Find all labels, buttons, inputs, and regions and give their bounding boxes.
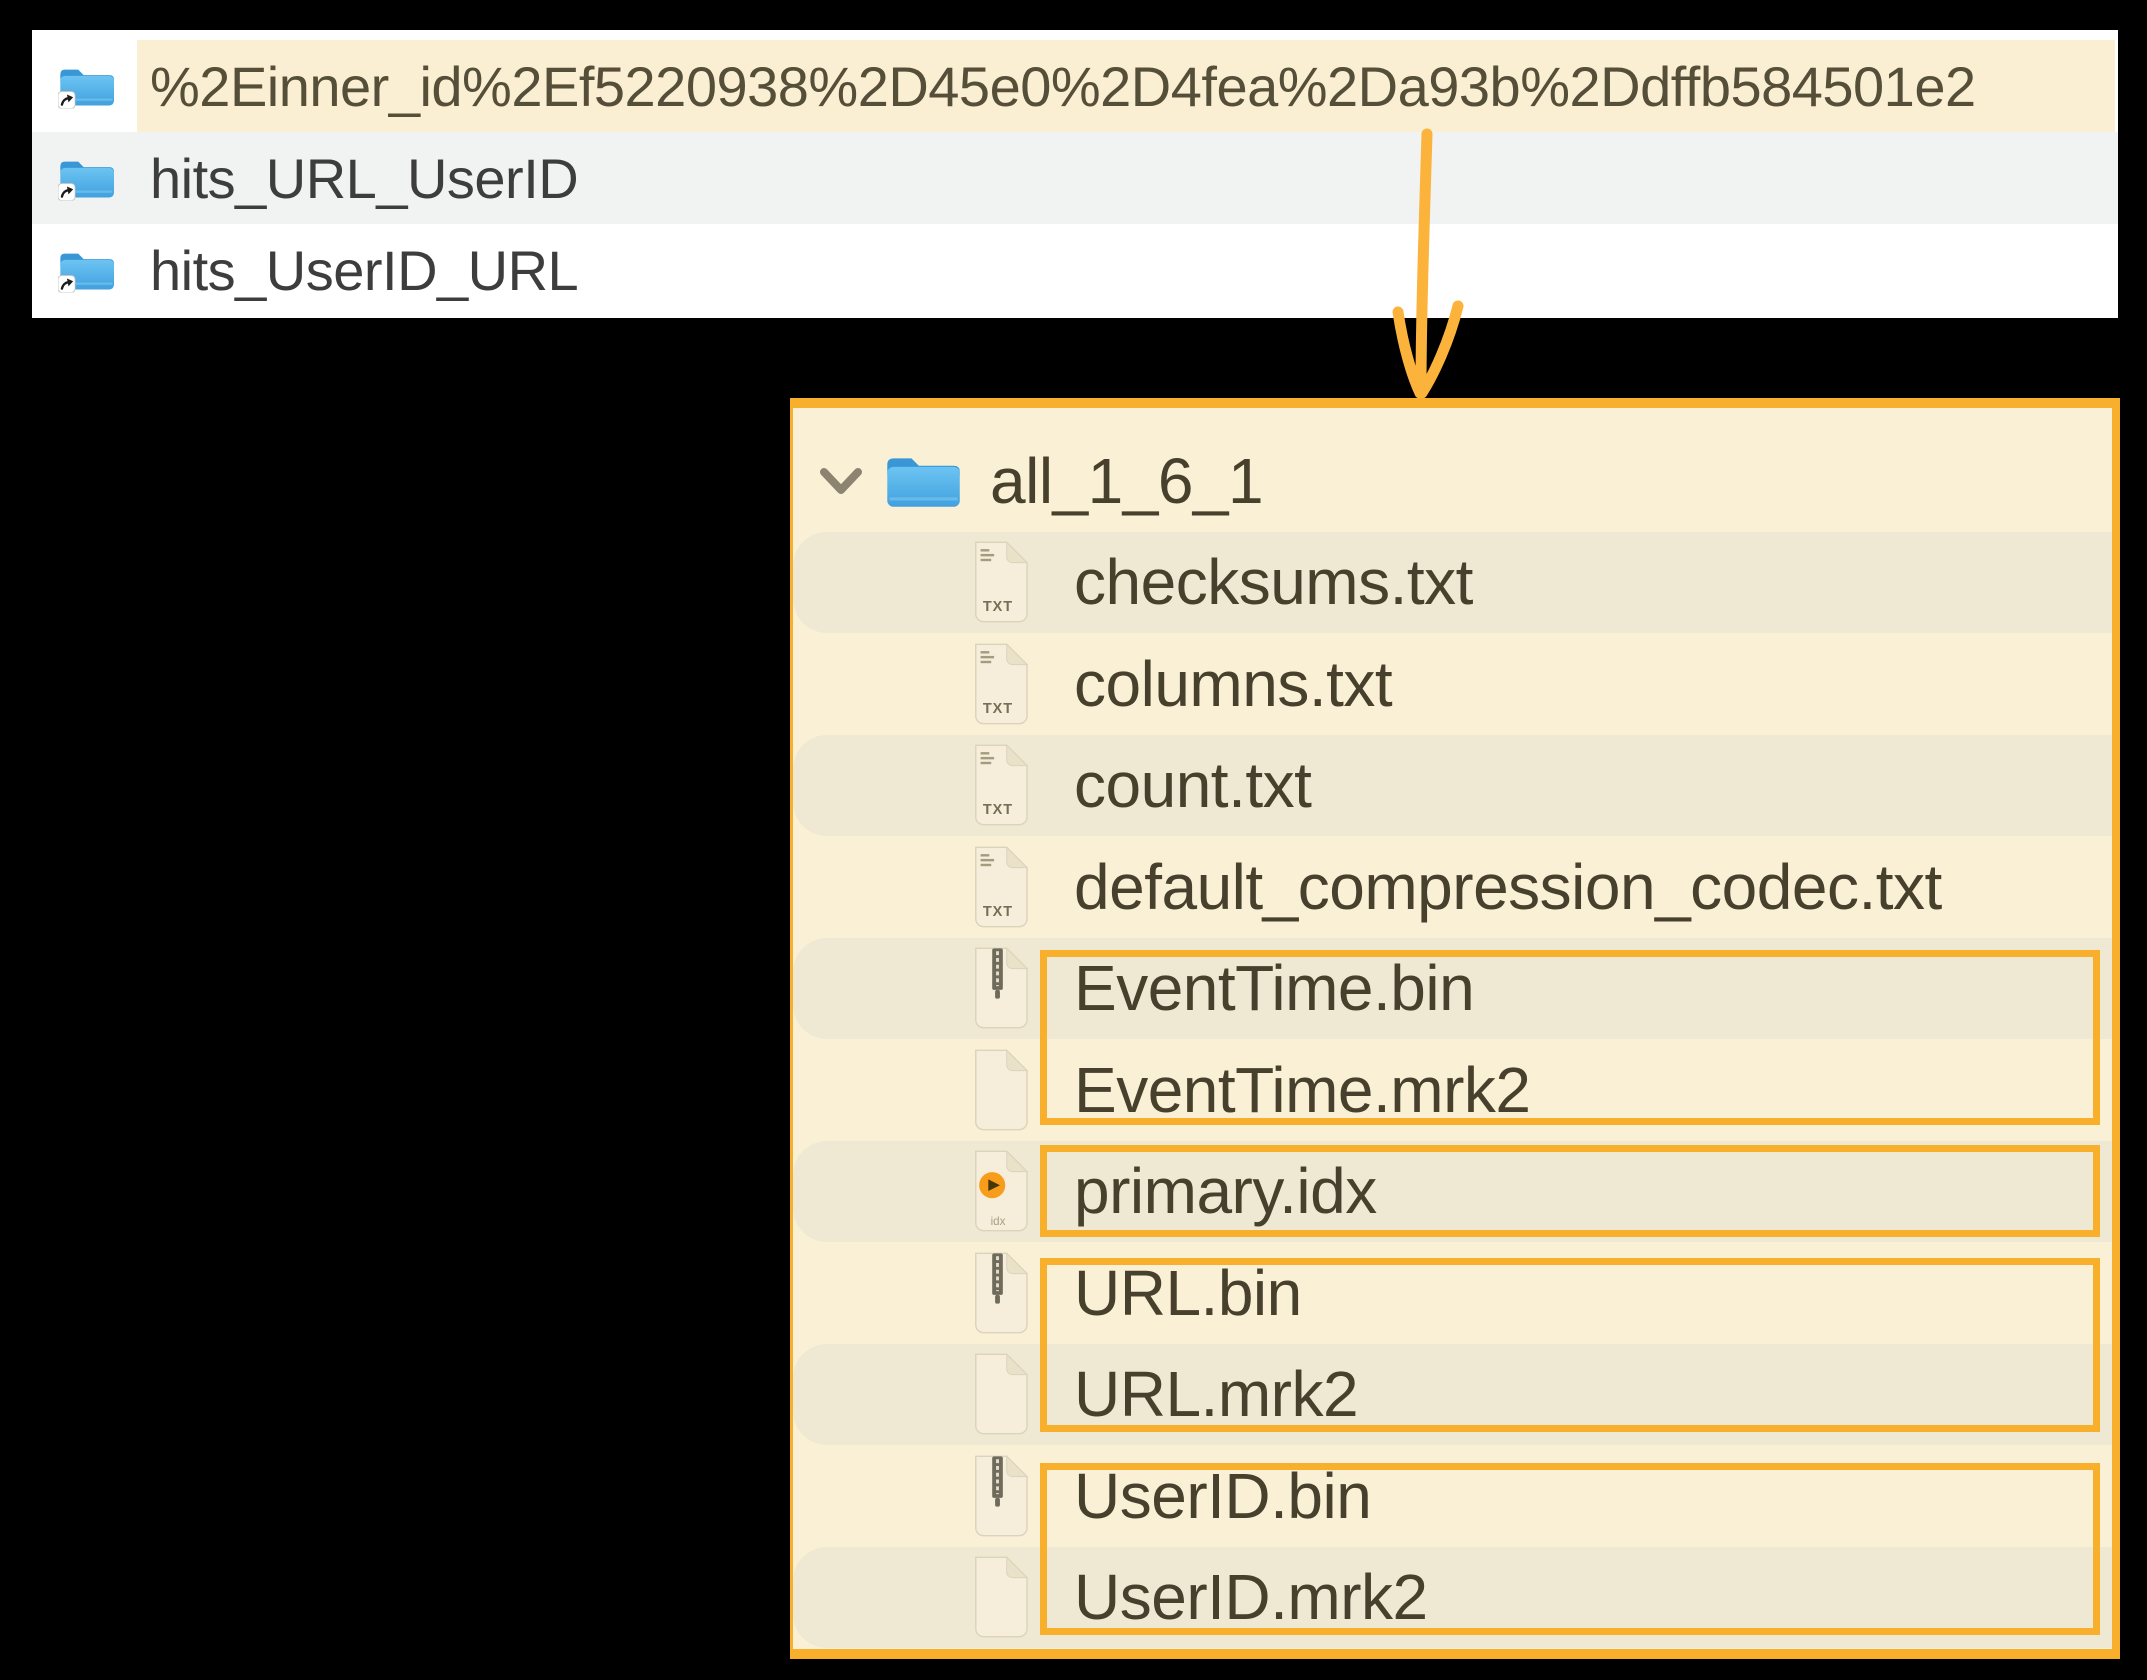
file-name: URL.mrk2: [1074, 1358, 1359, 1431]
file-name: EventTime.mrk2: [1074, 1053, 1531, 1126]
doc-blank-icon: [968, 1556, 1028, 1638]
tree-row-file[interactable]: UserID.bin: [793, 1445, 2112, 1547]
file-name: UserID.bin: [1074, 1459, 1372, 1532]
tree-row-file[interactable]: default_compression_codec.txt: [793, 836, 2112, 938]
tree-row-file[interactable]: primary.idx: [793, 1140, 2112, 1242]
annotation-box-userid: [1040, 1463, 2100, 1635]
doc-txt-icon: [968, 643, 1028, 725]
list-item-hits-url-userid[interactable]: hits_URL_UserID: [32, 132, 2118, 224]
file-name: primary.idx: [1074, 1155, 1377, 1228]
doc-txt-icon: [968, 846, 1028, 928]
folder-name: hits_UserID_URL: [150, 238, 579, 302]
tree-row-file[interactable]: EventTime.mrk2: [793, 1039, 2112, 1141]
doc-txt-icon: [968, 541, 1028, 623]
tree-row-file[interactable]: columns.txt: [793, 633, 2112, 735]
tree-row-file[interactable]: count.txt: [793, 734, 2112, 836]
chevron-down-icon[interactable]: [818, 465, 864, 497]
doc-txt-icon: [968, 744, 1028, 826]
doc-blank-icon: [968, 1353, 1028, 1435]
list-item-part-dir[interactable]: %2Einner_id%2Ef5220938%2D45e0%2D4fea%2Da…: [32, 40, 2118, 132]
folder-icon: [884, 450, 960, 511]
doc-bin-icon: [968, 1455, 1028, 1537]
annotation-box-eventtime: [1040, 950, 2100, 1125]
file-name: count.txt: [1074, 749, 1312, 822]
folder-alias-icon: [58, 155, 114, 201]
folder-name: hits_URL_UserID: [150, 146, 579, 210]
doc-blank-icon: [968, 1049, 1028, 1131]
folder-name: %2Einner_id%2Ef5220938%2D45e0%2D4fea%2Da…: [150, 54, 1976, 118]
root-folder-name: all_1_6_1: [990, 444, 1264, 517]
file-name: EventTime.bin: [1074, 952, 1475, 1025]
file-name: default_compression_codec.txt: [1074, 850, 1942, 923]
list-item-hits-userid-url[interactable]: hits_UserID_URL: [32, 224, 2118, 316]
finder-list-panel: %2Einner_id%2Ef5220938%2D45e0%2D4fea%2Da…: [32, 30, 2118, 318]
folder-alias-icon: [58, 247, 114, 293]
file-name: URL.bin: [1074, 1256, 1302, 1329]
annotation-box-primary-idx: [1040, 1145, 2100, 1237]
tree-row-file[interactable]: checksums.txt: [793, 531, 2112, 633]
file-name: UserID.mrk2: [1074, 1561, 1428, 1634]
doc-bin-icon: [968, 1252, 1028, 1334]
annotation-box-url: [1040, 1258, 2100, 1432]
tree-row-root-folder[interactable]: all_1_6_1: [793, 430, 2112, 532]
file-name: checksums.txt: [1074, 546, 1473, 619]
doc-idx-icon: [968, 1150, 1028, 1232]
file-name: columns.txt: [1074, 647, 1393, 720]
tree-row-file[interactable]: URL.bin: [793, 1242, 2112, 1344]
row-highlight: [137, 40, 2115, 132]
folder-alias-icon: [58, 63, 114, 109]
doc-bin-icon: [968, 947, 1028, 1029]
